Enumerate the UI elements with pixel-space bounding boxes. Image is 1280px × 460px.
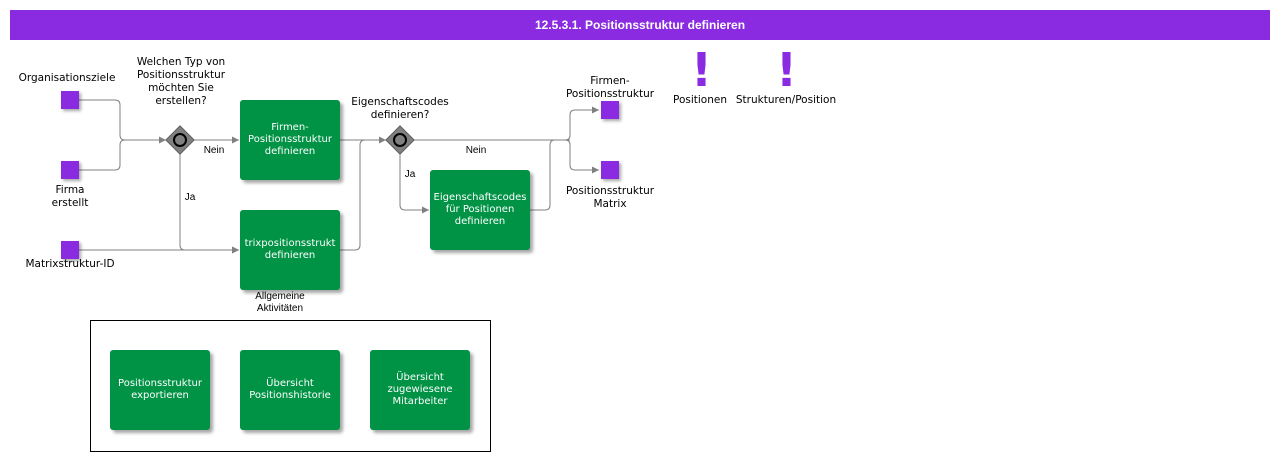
activity-eigenschaftscodes[interactable]: Eigenschaftscodes für Positionen definie… bbox=[430, 170, 530, 250]
gateway-typ bbox=[165, 125, 195, 155]
positionen-exclamation-icon: ! bbox=[691, 43, 712, 97]
group-item-label: Positionsstruktur exportieren bbox=[118, 378, 202, 401]
activity-firmen-label: Firmen- Positionsstruktur definieren bbox=[248, 122, 332, 157]
activity-uebersicht-positionshistorie[interactable]: Übersicht Positionshistorie bbox=[240, 350, 340, 430]
gateway-typ-ja-label: Ja bbox=[184, 192, 196, 203]
output-firmen-positionsstruktur-label: Firmen- Positionsstruktur bbox=[565, 75, 655, 100]
connector-to-firmen-output bbox=[564, 106, 599, 141]
activity-firmen-positionsstruktur[interactable]: Firmen- Positionsstruktur definieren bbox=[240, 100, 340, 180]
output-positionsstruktur-matrix-label: Positionsstruktur Matrix bbox=[565, 185, 655, 210]
connector-gateway2-ja bbox=[399, 154, 429, 214]
connector-eigenschaftscodes-merge bbox=[530, 139, 556, 211]
gateway-codes-question: Eigenschaftscodes definieren? bbox=[351, 96, 449, 121]
activity-eigenschaftscodes-label: Eigenschaftscodes für Positionen definie… bbox=[433, 192, 527, 227]
strukturen-exclamation-icon: ! bbox=[776, 43, 797, 97]
activity-positionsstruktur-exportieren[interactable]: Positionsstruktur exportieren bbox=[110, 350, 210, 430]
note-strukturen-position-label: Strukturen/Position bbox=[735, 94, 837, 106]
gateway-codes-ja-label: Ja bbox=[404, 169, 416, 180]
group-title: Allgemeine Aktivitäten bbox=[255, 291, 305, 314]
group-item-label: Übersicht Positionshistorie bbox=[249, 378, 331, 401]
group-item-label: Übersicht zugewiesene Mitarbeiter bbox=[387, 372, 453, 407]
gateway-typ-question: Welchen Typ von Positionsstruktur möchte… bbox=[136, 56, 226, 107]
input-organisationsziele-label: Organisationsziele bbox=[18, 72, 116, 84]
output-firmen-positionsstruktur-icon bbox=[601, 101, 619, 119]
input-firma-erstellt-label: Firma erstellt bbox=[51, 184, 89, 209]
connector-firma-erstellt bbox=[79, 139, 126, 171]
note-positionen-label: Positionen bbox=[673, 94, 727, 106]
activity-uebersicht-zugewiesene-mitarbeiter[interactable]: Übersicht zugewiesene Mitarbeiter bbox=[370, 350, 470, 430]
connector-matrix-gateway2 bbox=[340, 139, 366, 251]
gateway-typ-nein-label: Nein bbox=[203, 145, 225, 156]
gateway-codes-nein-label: Nein bbox=[465, 145, 487, 156]
input-organisationsziele-icon bbox=[61, 91, 79, 109]
input-matrixstruktur-id-label: Matrixstruktur-ID bbox=[25, 258, 115, 270]
activity-matrixpositionsstruktur[interactable]: trixpositionsstrukt definieren bbox=[240, 210, 340, 290]
input-firma-erstellt-icon bbox=[61, 161, 79, 179]
connector-to-matrix-output bbox=[564, 139, 599, 174]
diagram-title: 12.5.3.1. Positionsstruktur definieren bbox=[10, 10, 1270, 40]
general-activities-group bbox=[90, 320, 491, 452]
activity-matrix-label: trixpositionsstrukt definieren bbox=[244, 238, 336, 261]
gateway-eigenschaftscodes bbox=[385, 125, 415, 155]
output-positionsstruktur-matrix-icon bbox=[601, 161, 619, 179]
connector-organisationsziele bbox=[79, 99, 166, 144]
input-matrixstruktur-id-icon bbox=[61, 241, 79, 259]
